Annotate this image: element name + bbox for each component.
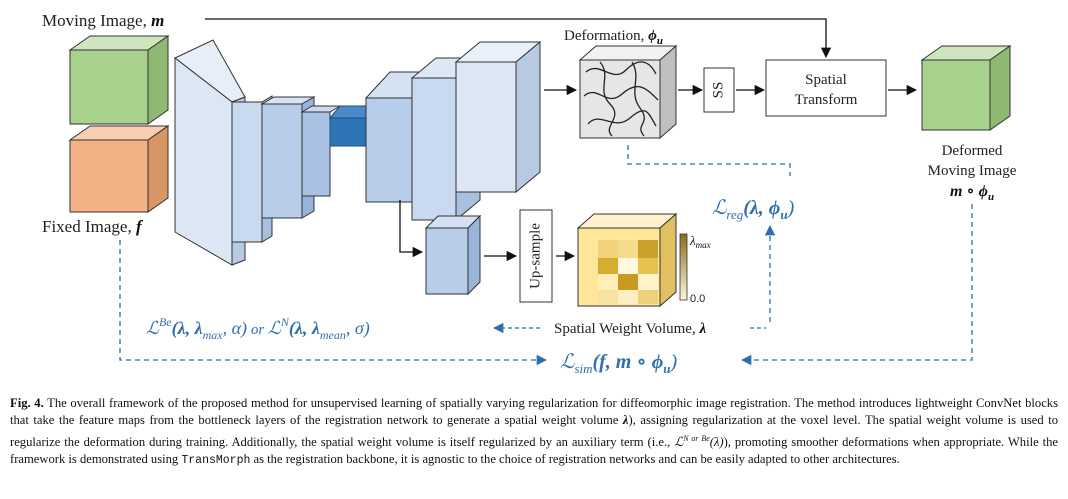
fixed-image-label: Fixed Image, f (42, 217, 144, 236)
upsample-box (519, 209, 553, 303)
caption-part3: ), promoting smoother deformations when … (10, 435, 1058, 467)
zero-tick: 0.0 (690, 293, 705, 305)
fixed-to-sim-dashed (119, 240, 548, 366)
upsample-label: Up-sample (527, 223, 543, 289)
caption-lambda: λ (622, 413, 629, 428)
reg-loss-formula: ℒreg(λ, ϕu) (712, 197, 795, 222)
caption-lsup: N or Be (683, 433, 710, 443)
weight-colorbar (679, 233, 688, 301)
ss-box (703, 67, 735, 113)
sim-loss-formula: ℒsim(f, m ∘ ϕu) (560, 351, 678, 376)
caption-lparen: (λ) (709, 435, 724, 449)
caption-part4: as the registration backbone, it is agno… (250, 452, 900, 467)
spatial-transform-line2: Transform (795, 92, 858, 108)
deformed-image-cube (920, 45, 1012, 131)
caption-part2: ), assigning regularization at the voxel… (10, 413, 1058, 449)
caption-part1: The overall framework of the proposed me… (10, 396, 1059, 428)
lambda-max-tick: λmax (689, 233, 711, 250)
spatial-transform-line1: Spatial (805, 72, 847, 88)
deformed-label-line1: Deformed (942, 143, 1003, 159)
ss-label: SS (710, 82, 726, 99)
framework-diagram: Moving Image, m Fixed Image, f (42, 11, 1017, 376)
moving-to-transform-arrow (205, 18, 832, 59)
deformation-label: Deformation, ϕu (564, 28, 663, 47)
deformed-label-line2: Moving Image (928, 163, 1017, 179)
deformation-to-reg-dashed (627, 145, 791, 176)
spatial-transform-box (765, 59, 887, 117)
figure-number: Fig. 4. (10, 396, 44, 410)
fixed-image-cube (68, 125, 170, 213)
bottleneck-branch-arrow (399, 200, 424, 258)
deformed-to-sim-dashed (740, 204, 973, 366)
moving-image-label: Moving Image, m (42, 11, 164, 30)
spatial-weight-volume-cube (576, 212, 678, 308)
figure-caption: Fig. 4. The overall framework of the pro… (10, 395, 1058, 470)
aux-reg-formula: ℒBe(λ, λmax, α) or ℒN(λ, λmean, σ) (146, 315, 370, 342)
deformed-symbol: m ∘ ϕu (950, 183, 994, 203)
encoder-decoder-network (174, 39, 542, 266)
lightweight-convnet-block (424, 214, 482, 296)
moving-image-cube (68, 35, 170, 125)
deformation-field-cube (578, 44, 678, 140)
spatial-weight-volume-label: Spatial Weight Volume, λ (554, 321, 706, 337)
caption-lterm: ℒ (674, 435, 684, 449)
caption-transmorph: TransMorph (181, 454, 251, 468)
